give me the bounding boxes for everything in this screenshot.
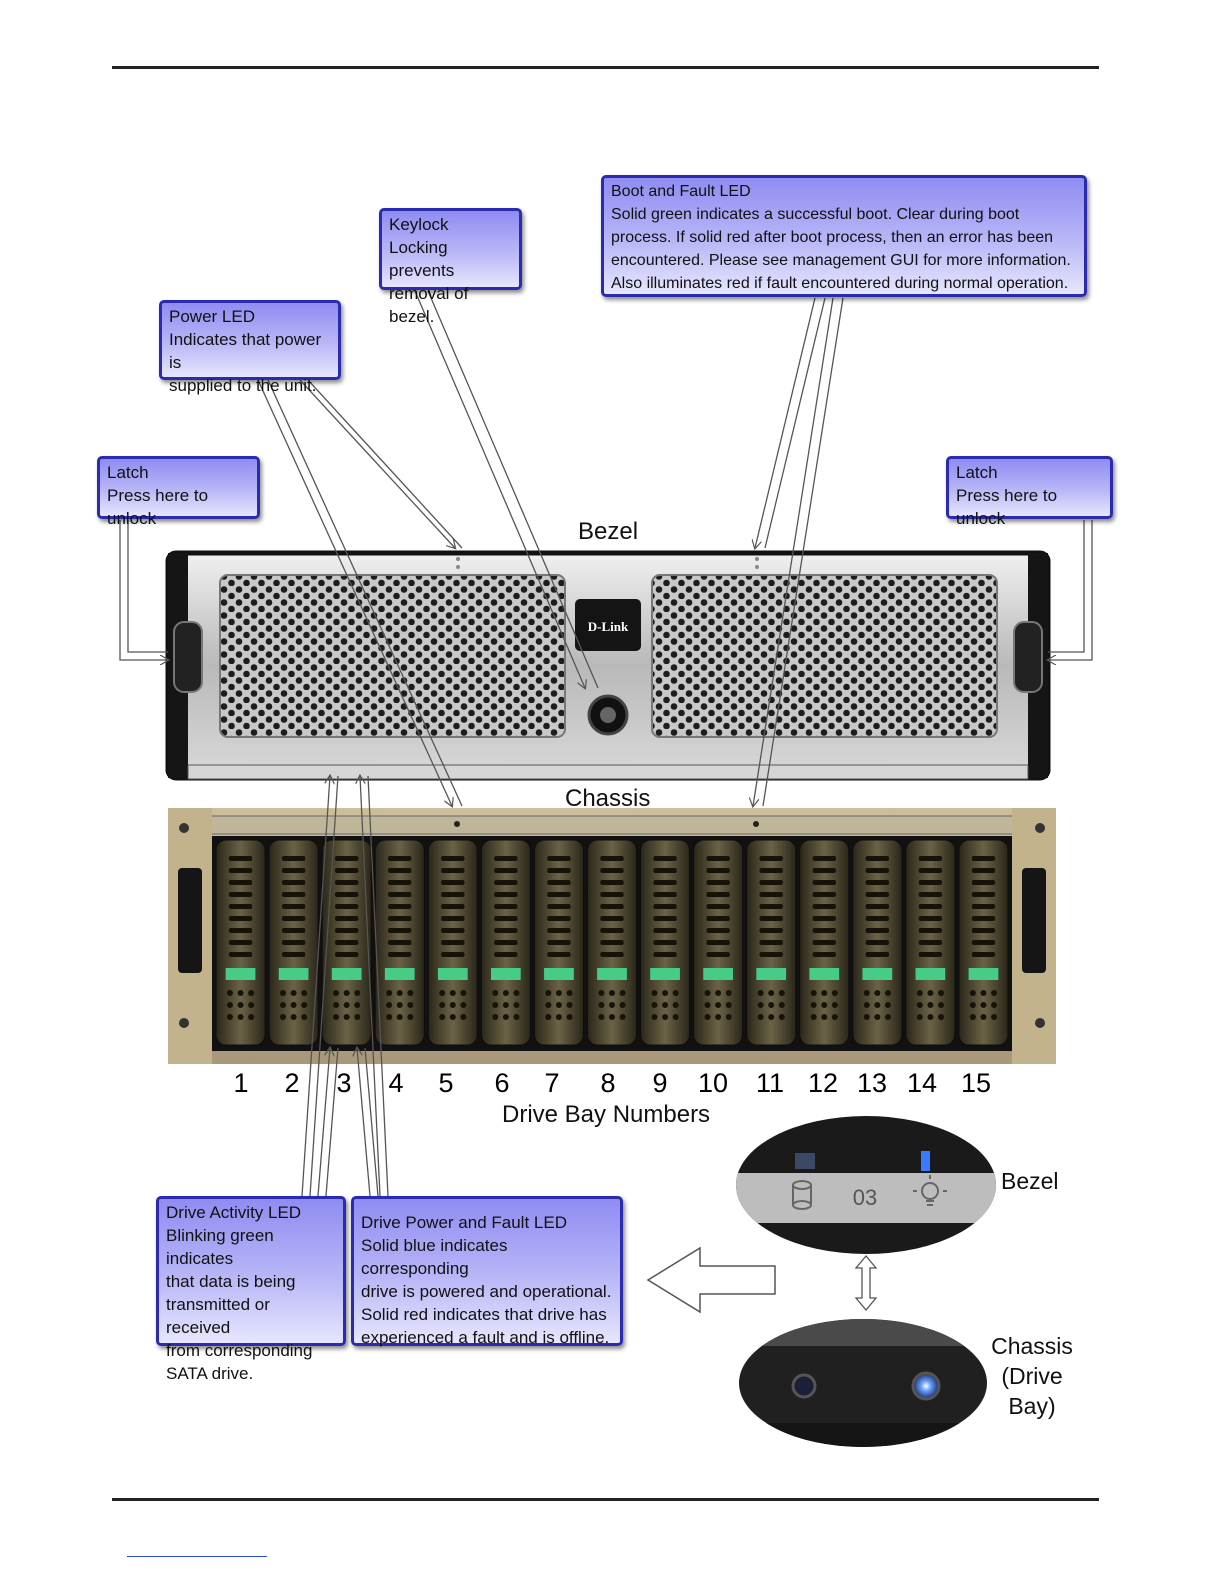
top-rule: [112, 66, 1099, 69]
power-led-callout: Power LED Indicates that power is suppli…: [159, 300, 341, 395]
bay-number: 7: [544, 1068, 560, 1098]
drive-activity-led-body: Blinking green indicates that data is be…: [166, 1226, 313, 1383]
drive-power-fault-led-callout: Drive Power and Fault LED Solid blue ind…: [351, 1196, 623, 1347]
inset-bezel-label: Bezel: [1001, 1168, 1059, 1194]
boot-fault-led-callout: Boot and Fault LED Solid green indicates…: [601, 175, 1087, 297]
bay-number: 14: [906, 1068, 938, 1098]
bay-number: 12: [807, 1068, 839, 1098]
drive-caddy: [480, 839, 531, 1046]
bay-number: 1: [233, 1068, 249, 1098]
inset-chassis-label: Chassis (Drive Bay): [991, 1333, 1073, 1419]
footer-link-underline: [127, 1556, 267, 1557]
chassis-label: Chassis: [565, 785, 651, 812]
latch-left-title: Latch: [107, 463, 149, 482]
keylock-callout: Keylock Locking prevents removal of beze…: [379, 208, 522, 326]
boot-fault-led-title: Boot and Fault LED: [611, 183, 751, 200]
bay-number: 3: [336, 1068, 352, 1098]
bezel-image: D-Link: [165, 550, 1051, 781]
drive-activity-led-callout: Drive Activity LED Blinking green indica…: [156, 1196, 346, 1383]
bay-number: 8: [600, 1068, 616, 1098]
drive-activity-led-title: Drive Activity LED: [166, 1203, 302, 1222]
drive-caddy: [215, 839, 266, 1046]
power-led-title: Power LED: [169, 307, 255, 326]
drive-caddy: [533, 839, 584, 1046]
latch-left-callout: Latch Press here to unlock: [97, 456, 260, 528]
latch-left-body: Press here to unlock: [107, 486, 209, 528]
latch-right-body: Press here to unlock: [956, 486, 1058, 528]
bay-number: 4: [388, 1068, 404, 1098]
keylock-title: Keylock: [389, 215, 449, 234]
chassis-inset-image: [739, 1319, 987, 1447]
bezel-label: Bezel: [578, 518, 639, 545]
latch-right-title: Latch: [956, 463, 998, 482]
chassis-image: [168, 808, 1056, 1064]
bay-code-label: 03: [853, 1185, 877, 1210]
drive-power-fault-led-body: Solid blue indicates corresponding drive…: [361, 1236, 612, 1347]
drive-power-fault-led-title: Drive Power and Fault LED: [361, 1213, 567, 1232]
latch-right-callout: Latch Press here to unlock: [946, 456, 1113, 528]
bay-number: 13: [856, 1068, 888, 1098]
power-led-body: Indicates that power is supplied to the …: [169, 330, 322, 395]
drive-bay-numbers-label: Drive Bay Numbers: [502, 1101, 711, 1128]
drive-caddy: [799, 839, 850, 1046]
drive-caddy: [321, 839, 372, 1046]
drive-caddy: [693, 839, 744, 1046]
dlink-logo: D-Link: [588, 619, 629, 634]
drive-caddy: [586, 839, 638, 1046]
bay-number: 5: [438, 1068, 454, 1098]
boot-fault-led-body: Solid green indicates a successful boot.…: [611, 206, 1071, 292]
drive-caddy: [746, 839, 797, 1046]
bay-number: 11: [755, 1068, 785, 1098]
bay-number: 2: [284, 1068, 300, 1098]
bay-number: 9: [652, 1068, 668, 1098]
drive-caddy: [958, 839, 1009, 1046]
keylock-body: Locking prevents removal of bezel.: [389, 238, 469, 326]
bottom-rule: [112, 1498, 1099, 1501]
bezel-inset-image: 03: [736, 1116, 996, 1254]
drive-caddy: [905, 839, 956, 1046]
drive-caddy: [852, 839, 903, 1046]
bay-number: 15: [960, 1068, 992, 1098]
bay-number: 10: [697, 1068, 729, 1098]
drive-caddy: [640, 839, 691, 1046]
drive-caddy: [268, 839, 319, 1046]
drive-caddy: [374, 839, 425, 1046]
bay-number: 6: [494, 1068, 510, 1098]
drive-caddy: [427, 839, 478, 1046]
